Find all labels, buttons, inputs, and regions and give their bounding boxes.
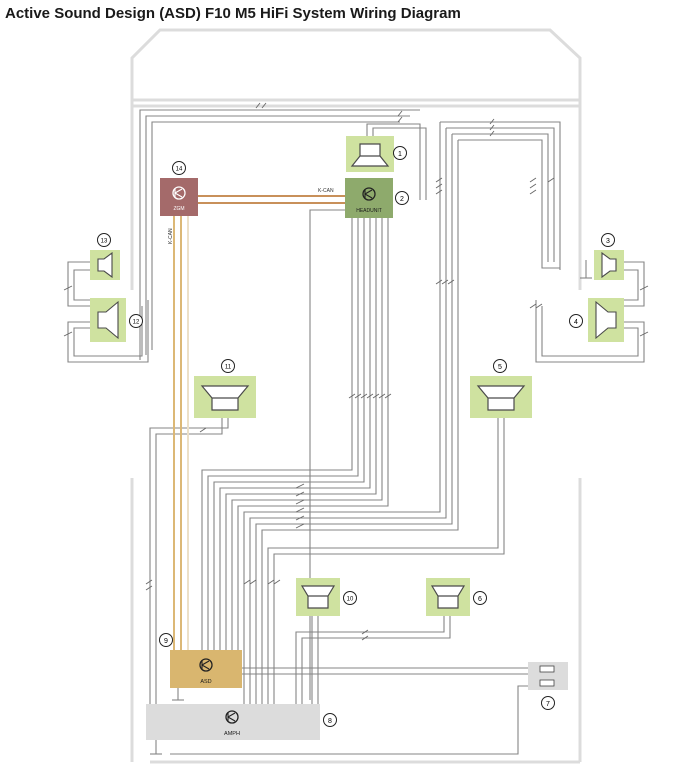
speaker-5: [470, 376, 532, 418]
speaker-10: [296, 578, 340, 616]
svg-text:12: 12: [133, 320, 140, 326]
callout-1: 1: [393, 146, 407, 160]
callout-9: 9: [159, 633, 173, 647]
page-title: Active Sound Design (ASD) F10 M5 HiFi Sy…: [5, 5, 461, 22]
callout-5: 5: [493, 359, 507, 373]
svg-text:8: 8: [328, 718, 332, 725]
zgm-module: ZGM: [160, 178, 198, 216]
fuse-7: [528, 662, 568, 690]
vehicle-outline: [130, 28, 582, 764]
speaker-6: [426, 578, 470, 616]
callout-10: 10: [343, 591, 357, 605]
speaker-1: [346, 136, 394, 172]
svg-text:7: 7: [546, 701, 550, 708]
callout-8: 8: [323, 713, 337, 727]
callout-12: 12: [129, 314, 143, 328]
asd-label: ASD: [200, 679, 211, 685]
callout-3: 3: [601, 233, 615, 247]
speaker-12: [90, 298, 126, 342]
svg-text:9: 9: [164, 638, 168, 645]
callout-11: 11: [221, 359, 235, 373]
amph-label: AMPH: [224, 731, 240, 737]
callout-7: 7: [541, 696, 555, 710]
svg-text:3: 3: [606, 238, 610, 245]
asd-module: ASD: [170, 650, 242, 688]
speaker-4: [588, 298, 624, 342]
speaker-11: [194, 376, 256, 418]
svg-text:11: 11: [225, 365, 232, 371]
headunit-module: HEADUNIT: [345, 178, 393, 218]
amph-module: AMPH: [146, 704, 320, 740]
svg-text:14: 14: [176, 167, 183, 173]
callout-4: 4: [569, 314, 583, 328]
svg-text:2: 2: [400, 196, 404, 203]
kcan-label-horizontal: K-CAN: [318, 188, 334, 194]
svg-text:5: 5: [498, 364, 502, 371]
svg-text:1: 1: [398, 151, 402, 158]
svg-text:4: 4: [574, 319, 578, 326]
svg-text:13: 13: [101, 239, 108, 245]
speaker-3: [594, 250, 624, 280]
zgm-label: ZGM: [173, 206, 184, 212]
wire-break-marks: [63, 102, 649, 641]
speaker-wiring: [67, 109, 645, 755]
svg-text:10: 10: [347, 597, 354, 603]
svg-text:6: 6: [478, 596, 482, 603]
kcan-wiring: [173, 195, 345, 652]
callout-13: 13: [97, 233, 111, 247]
speaker-13: [90, 250, 120, 280]
callout-14: 14: [172, 161, 186, 175]
kcan-label-vertical: K-CAN: [168, 228, 174, 244]
headunit-label: HEADUNIT: [356, 208, 382, 214]
callout-2: 2: [395, 191, 409, 205]
callout-6: 6: [473, 591, 487, 605]
